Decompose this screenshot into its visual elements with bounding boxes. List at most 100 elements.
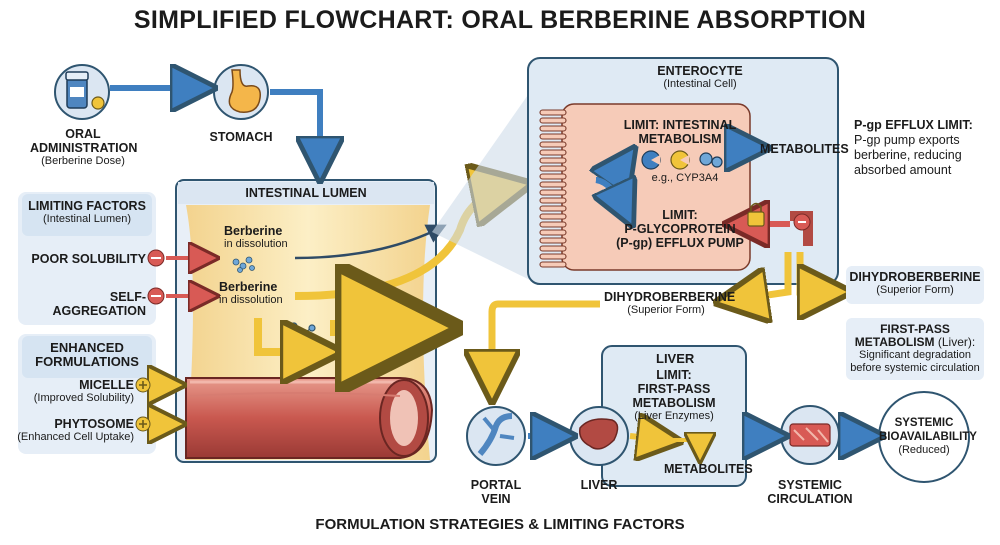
microvillus <box>539 205 567 212</box>
liver-icon <box>578 418 619 450</box>
poor-solubility-label: POOR SOLUBILITY <box>31 252 146 266</box>
berberine-molecule-icon <box>232 256 255 273</box>
bioavail-line1: SYSTEMIC <box>894 417 954 429</box>
microvillus <box>539 133 567 140</box>
microvillus <box>539 117 567 124</box>
lumen-title: INTESTINAL LUMEN <box>245 186 367 200</box>
microvillus <box>539 189 567 196</box>
efflux-pump-icon <box>790 211 813 246</box>
microvillus <box>539 149 567 156</box>
microvillus <box>539 141 567 148</box>
micelle-sub: (Improved Solubility) <box>33 392 134 404</box>
phytosome-label: PHYTOSOME (Enhanced Cell Uptake) <box>16 417 134 444</box>
dihydroberberine-right-panel <box>846 266 984 304</box>
liver-limit-line2: FIRST-PASS <box>637 382 711 396</box>
pgp-line1: P-gp pump exports <box>854 133 960 147</box>
first-pass-line1: Significant degradation <box>859 349 971 361</box>
page-title: SIMPLIFIED FLOWCHART: ORAL BERBERINE ABS… <box>133 6 867 34</box>
self-aggregation-label: SELF-AGGREGATION <box>52 290 146 318</box>
limit2-line3: (P-gp) EFFLUX PUMP <box>616 236 744 250</box>
liver-limit-sub: (Liver Enzymes) <box>634 410 714 422</box>
intestine-wall-icon <box>185 377 434 459</box>
berberine-1-title: Berberine <box>224 224 283 238</box>
oral-label-line1: ORAL <box>65 127 101 141</box>
dihydro-right-sub: (Superior Form) <box>876 284 954 296</box>
bioavailability-label: SYSTEMIC BIOAVAILABILITY (Reduced) <box>879 416 977 457</box>
enhanced-title-line2: FORMULATIONS <box>35 354 139 369</box>
berberine-1-sub: in dissolution <box>224 238 288 250</box>
limiting-factors-title: LIMITING FACTORS (Intestinal Lumen) <box>22 199 152 226</box>
pgp-title: P-gp EFFLUX LIMIT: <box>854 118 973 132</box>
liver-metabolites-label: METABOLITES <box>664 462 753 476</box>
microvillus <box>539 109 567 116</box>
microvillus <box>539 237 567 244</box>
microvillus <box>539 165 567 172</box>
enzyme-icon <box>641 150 723 170</box>
oral-sub: (Berberine Dose) <box>41 155 125 167</box>
first-pass-note: FIRST-PASS METABOLISM (Liver): Significa… <box>846 323 984 375</box>
microvillus <box>539 213 567 220</box>
systemic-circulation-label: SYSTEMIC CIRCULATION <box>764 478 856 506</box>
limiting-sub: (Intestinal Lumen) <box>42 213 132 225</box>
pgp-line2: berberine, reducing <box>854 148 962 162</box>
berberine-label-2: Berberine in dissolution <box>219 280 283 307</box>
enterocyte-title-text: ENTEROCYTE <box>657 64 743 78</box>
systemic-circ-line2: CIRCULATION <box>767 492 853 506</box>
portal-vein-label: PORTAL VEIN <box>470 478 522 506</box>
liver-box-title: LIVER <box>656 351 695 366</box>
phytosome-sub: (Enhanced Cell Uptake) <box>17 431 134 443</box>
enhanced-title: ENHANCED FORMULATIONS <box>22 341 152 369</box>
limit1-line2: METABOLISM <box>638 132 722 146</box>
liver-limit-line1: LIMIT: <box>656 368 692 382</box>
stomach-label: STOMACH <box>209 130 273 144</box>
pgp-efflux-note: P-gp EFFLUX LIMIT: P-gp pump exports ber… <box>854 118 994 178</box>
lock-icon <box>747 202 765 227</box>
liver-limit-line3: METABOLISM <box>632 396 716 410</box>
enterocyte-sub: (Intestinal Cell) <box>663 78 737 90</box>
dihydroberberine-mid: DIHYDROBERBERINE (Superior Form) <box>604 290 736 317</box>
bioavail-line2: BIOAVAILABILITY <box>879 431 977 443</box>
microvillus <box>539 229 567 236</box>
dihydro-right-title: DIHYDROBERBERINE <box>849 270 981 284</box>
blood-vessel-icon <box>789 423 831 447</box>
first-pass-line2: before systemic circulation <box>850 362 980 374</box>
pill-bottle-icon <box>54 64 110 120</box>
berberine-label-1: Berberine in dissolution <box>224 224 288 251</box>
limit2-line1: LIMIT: <box>662 208 698 222</box>
micelle-label: MICELLE (Improved Solubility) <box>18 378 134 405</box>
microvillus <box>539 157 567 164</box>
limit2-line2: P-GLYCOPROTEIN <box>624 222 736 236</box>
microvillus <box>539 245 567 252</box>
pgp-line3: absorbed amount <box>854 163 952 177</box>
cyp-label: e.g., CYP3A4 <box>651 172 719 184</box>
limit-intestinal-metabolism: LIMIT: INTESTINAL METABOLISM <box>620 118 740 146</box>
microvillus <box>539 125 567 132</box>
dihydroberberine-right: DIHYDROBERBERINE (Superior Form) <box>846 270 984 297</box>
footer-caption: FORMULATION STRATEGIES & LIMITING FACTOR… <box>315 516 685 533</box>
bioavail-sub: (Reduced) <box>898 444 950 456</box>
first-pass-title1: FIRST-PASS <box>880 322 950 336</box>
limit1-line1: LIMIT: INTESTINAL <box>623 118 737 132</box>
limiting-title-text: LIMITING FACTORS <box>28 199 146 213</box>
first-pass-panel <box>846 318 984 380</box>
microvillus <box>539 221 567 228</box>
microvillus <box>539 253 567 260</box>
microvillus <box>539 197 567 204</box>
enhanced-title-line1: ENHANCED <box>50 340 124 355</box>
microvillus <box>539 181 567 188</box>
oral-label: ORAL ADMINISTRATION (Berberine Dose) <box>30 127 138 168</box>
limit-pgp: LIMIT: P-GLYCOPROTEIN (P-gp) EFFLUX PUMP <box>616 208 744 250</box>
liver-label: LIVER <box>580 478 618 492</box>
liver-box-limit: LIMIT: FIRST-PASS METABOLISM (Liver Enzy… <box>612 368 736 423</box>
microvillus <box>539 261 567 268</box>
portal-vein-icon <box>477 413 515 456</box>
phytosome-title: PHYTOSOME <box>54 417 134 431</box>
dihydro-mid-title: DIHYDROBERBERINE <box>604 290 736 304</box>
enterocyte-metabolites-label: METABOLITES <box>760 142 849 156</box>
oral-label-line2: ADMINISTRATION <box>30 141 138 155</box>
berberine-2-sub: in dissolution <box>219 294 283 306</box>
berberine-2-title: Berberine <box>219 280 278 294</box>
microvillus <box>539 173 567 180</box>
